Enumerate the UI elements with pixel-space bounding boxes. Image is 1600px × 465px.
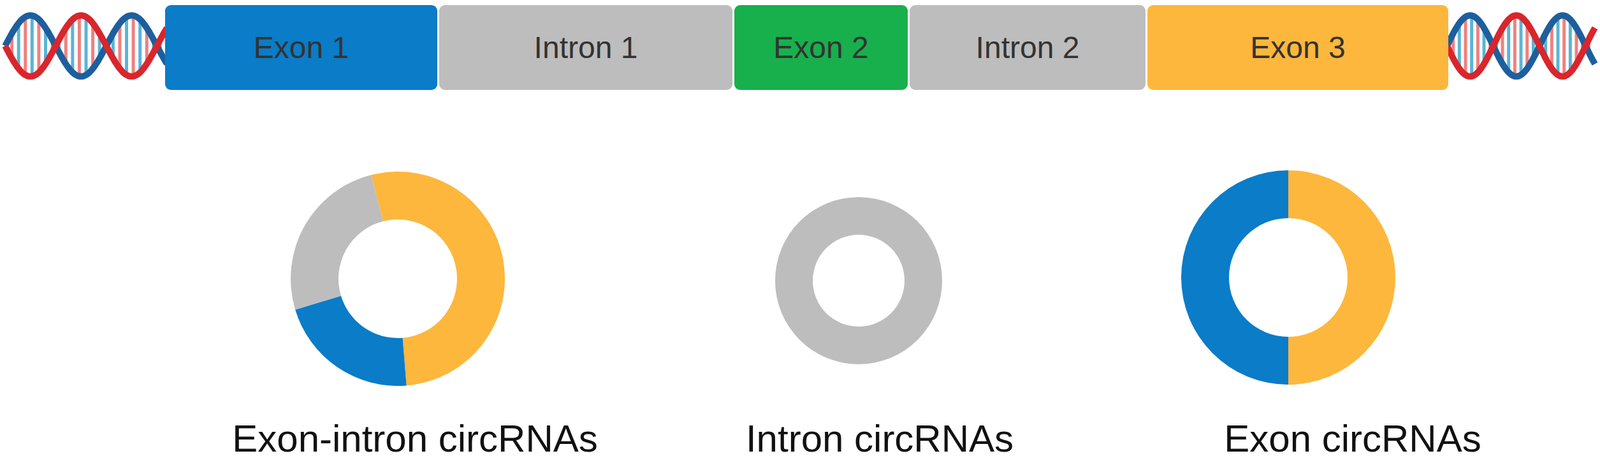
base-pair: [30, 15, 34, 76]
base-pair: [23, 16, 27, 75]
dna-strand: [1447, 15, 1595, 77]
ring-caption: Exon-intron circRNAs: [195, 415, 635, 462]
dna-helix: [1447, 15, 1595, 77]
base-pair: [1469, 15, 1474, 76]
segment-label: Intron 1: [534, 29, 639, 66]
base-pair: [1562, 15, 1566, 76]
base-pair: [124, 16, 129, 75]
ring-segment: [295, 295, 407, 386]
ring-segment: [290, 174, 384, 310]
ring-segment: [1288, 170, 1396, 385]
circrna-ring: Exon-intron circRNAs: [195, 171, 635, 462]
ring-shape: [1181, 170, 1396, 385]
segment-label: Exon 2: [773, 29, 869, 66]
base-pair: [1519, 16, 1523, 75]
segment-label: Exon 3: [1250, 29, 1346, 66]
base-pair: [1556, 16, 1560, 75]
base-pair: [1513, 15, 1517, 76]
ring-caption: Intron circRNAs: [678, 415, 1081, 462]
gene-segment: Intron 2: [909, 5, 1146, 90]
base-pair: [1464, 16, 1468, 75]
base-pair: [1476, 19, 1480, 73]
ring-segment: [775, 196, 943, 364]
segment-label: Exon 1: [253, 29, 349, 66]
base-pair: [131, 15, 136, 76]
base-pair: [1568, 19, 1572, 73]
base-pair: [77, 15, 81, 76]
base-pair: [36, 19, 41, 73]
dna-strand: [5, 15, 168, 77]
ring-shape: [775, 196, 943, 364]
circrna-ring: Intron circRNAs: [678, 196, 1081, 462]
dna-helix: [5, 15, 168, 77]
ring-shape: [290, 171, 505, 386]
base-pair: [1506, 19, 1511, 73]
base-pair: [138, 19, 142, 73]
ring-caption: Exon circRNAs: [1139, 415, 1567, 462]
base-pair: [70, 19, 74, 73]
gene-segment: Exon 3: [1147, 5, 1449, 90]
dna-strand: [1447, 15, 1595, 77]
circrna-ring: Exon circRNAs: [1139, 170, 1567, 462]
dna-strand: [5, 15, 168, 77]
ring-segment: [1181, 170, 1289, 385]
base-pair: [84, 16, 88, 75]
gene-segment: Exon 2: [734, 5, 908, 90]
segment-label: Intron 2: [975, 29, 1080, 66]
gene-segment: Intron 1: [439, 5, 733, 90]
gene-segment: Exon 1: [165, 5, 438, 90]
